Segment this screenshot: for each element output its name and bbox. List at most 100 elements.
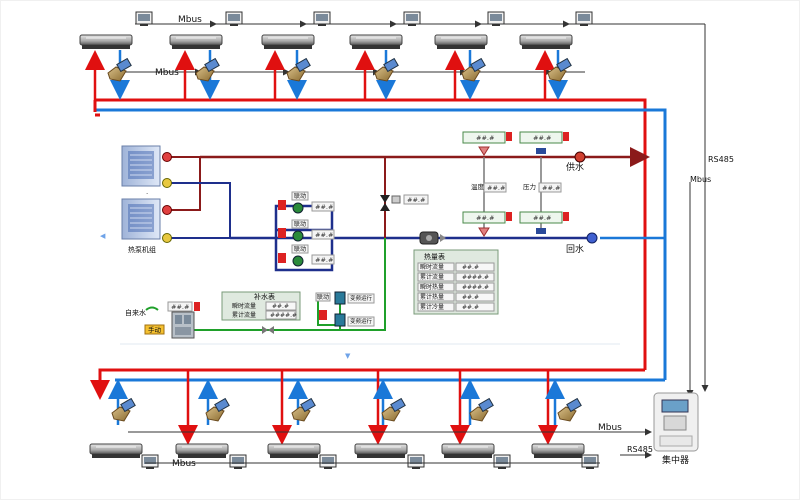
makeup-total-flow-label: 累计流量 <box>232 311 256 319</box>
top-hot-loop <box>95 98 647 370</box>
tap-water-label: 自来水 <box>125 308 146 317</box>
supply-temp-instrument: ##.# <box>462 131 512 156</box>
top-fan-coil-unit-5[interactable] <box>434 34 488 49</box>
wifi-icon <box>145 306 159 311</box>
bottom-thermostat-1[interactable] <box>141 454 159 469</box>
top-control-valve-6[interactable] <box>547 57 572 82</box>
bottom-fan-coil-unit-1[interactable] <box>89 443 143 458</box>
pump-indicator-2[interactable] <box>162 178 172 188</box>
return-temp-value: ##.# <box>476 214 494 222</box>
bottom-control-valve-4[interactable] <box>381 397 406 422</box>
scroll-down-marker[interactable]: ▼ <box>345 352 351 360</box>
return-temp-alarm[interactable] <box>506 212 512 221</box>
makeup-water-tank[interactable] <box>171 311 195 339</box>
top-thermostat-5[interactable] <box>487 11 505 26</box>
pump-value-3: ##.# <box>315 256 333 264</box>
supply-pressure-alarm[interactable] <box>563 132 569 141</box>
heat-meter-title: 热量表 <box>424 252 445 261</box>
top-thermostat-1[interactable] <box>135 11 153 26</box>
top-control-valve-4[interactable] <box>374 57 399 82</box>
top-fan-coil-unit-3[interactable] <box>261 34 315 49</box>
makeup-total-flow-value: ####.# <box>270 312 297 319</box>
circulation-pump-1[interactable]: 联动##.# <box>278 191 335 214</box>
svg-text:瞬时热量: 瞬时热量 <box>420 283 444 291</box>
bottom-fan-coil-unit-4[interactable] <box>354 443 408 458</box>
top-fan-coil-unit-1[interactable] <box>79 34 133 49</box>
temperature-value: ##.# <box>487 184 505 192</box>
bottom-fan-coil-unit-5[interactable] <box>441 443 495 458</box>
return-meter-icon[interactable] <box>586 232 598 244</box>
concentrator-device[interactable] <box>653 392 699 452</box>
supply-meter-icon[interactable] <box>574 151 586 163</box>
top-fan-coil-unit-4[interactable] <box>349 34 403 49</box>
pressure-label: 压力 <box>523 182 536 191</box>
pump-indicator-4[interactable] <box>162 233 172 243</box>
top-thermostat-4[interactable] <box>403 11 421 26</box>
svg-text:累计流量: 累计流量 <box>420 273 444 281</box>
heat-pump-dot: . <box>146 188 148 196</box>
pressure-box <box>538 182 562 193</box>
makeup-pump-2[interactable] <box>334 313 346 327</box>
bottom-branch-lines <box>108 371 565 445</box>
pump-indicator-1[interactable] <box>162 152 172 162</box>
bottom-control-valve-5[interactable] <box>469 397 494 422</box>
top-fan-coil-unit-2[interactable] <box>169 34 223 49</box>
makeup-valve-icon[interactable] <box>262 326 274 334</box>
freq-run-box-1 <box>347 293 375 304</box>
bottom-thermostat-3[interactable] <box>319 454 337 469</box>
bottom-terminal-units <box>89 397 599 469</box>
bottom-control-valve-1[interactable] <box>111 397 136 422</box>
top-control-valve-3[interactable] <box>286 57 311 82</box>
tank-alarm[interactable] <box>194 302 200 311</box>
svg-text:累计热量: 累计热量 <box>420 293 444 301</box>
bottom-thermostat-6[interactable] <box>581 454 599 469</box>
bottom-fan-coil-unit-3[interactable] <box>267 443 321 458</box>
top-control-valve-2[interactable] <box>195 57 220 82</box>
supply-temp-value: ##.# <box>476 134 494 142</box>
bottom-control-valve-6[interactable] <box>557 397 582 422</box>
svg-text:##.#: ##.# <box>462 264 479 271</box>
pump-alarm-3 <box>278 253 286 263</box>
top-thermostat-6[interactable] <box>575 11 593 26</box>
bottom-thermostat-2[interactable] <box>229 454 247 469</box>
manual-button[interactable] <box>144 324 165 335</box>
rs485-bottom-label: RS485 <box>627 445 653 454</box>
makeup-pump-1[interactable] <box>334 291 346 305</box>
bottom-control-valve-2[interactable] <box>205 397 230 422</box>
supply-temp-alarm[interactable] <box>506 132 512 141</box>
heat-pump-unit-upper[interactable] <box>121 145 161 187</box>
pump-alarm-1 <box>278 200 286 210</box>
makeup-pump-pipe <box>317 300 340 326</box>
pressure-value: ##.# <box>542 184 560 192</box>
bottom-control-valve-3[interactable] <box>291 397 316 422</box>
mbus-right-label: Mbus <box>690 175 711 184</box>
pump-indicator-3[interactable] <box>162 205 172 215</box>
top-fan-coil-unit-6[interactable] <box>519 34 573 49</box>
bottom-thermostat-5[interactable] <box>493 454 511 469</box>
return-heat-meter[interactable] <box>419 231 446 245</box>
bottom-left-mbus-label: Mbus <box>172 459 196 469</box>
return-pressure-alarm[interactable] <box>563 212 569 221</box>
top-mbus-label: Mbus <box>178 15 202 25</box>
circulation-pump-3[interactable]: 联动##.# <box>278 244 335 267</box>
top-thermostat-2[interactable] <box>225 11 243 26</box>
svg-text:##.#: ##.# <box>462 294 479 301</box>
bottom-fan-coil-unit-6[interactable] <box>531 443 585 458</box>
makeup-meter-panel: 补水表 瞬时流量 ##.# 累计流量 ####.# <box>221 291 301 321</box>
top-control-valve-1[interactable] <box>107 57 132 82</box>
freq-run-label-1: 变频运行 <box>350 294 373 302</box>
top-control-valve-5[interactable] <box>461 57 486 82</box>
bottom-fan-coil-unit-2[interactable] <box>175 443 229 458</box>
scroll-left-marker[interactable]: ◀ <box>100 232 106 240</box>
supply-temp-sensor-icon <box>478 146 490 156</box>
bottom-bus-lines <box>128 182 694 464</box>
top-thermostat-3[interactable] <box>313 11 331 26</box>
bypass-valve-icon[interactable] <box>380 195 390 211</box>
circulation-pump-2[interactable]: 联动##.# <box>278 219 335 242</box>
bottom-thermostat-4[interactable] <box>407 454 425 469</box>
heat-pump-unit-lower[interactable] <box>121 198 161 240</box>
pump-alarm-2 <box>278 228 286 238</box>
supply-pressure-instrument: ##.# <box>519 131 569 154</box>
makeup-alarm[interactable] <box>319 310 327 320</box>
